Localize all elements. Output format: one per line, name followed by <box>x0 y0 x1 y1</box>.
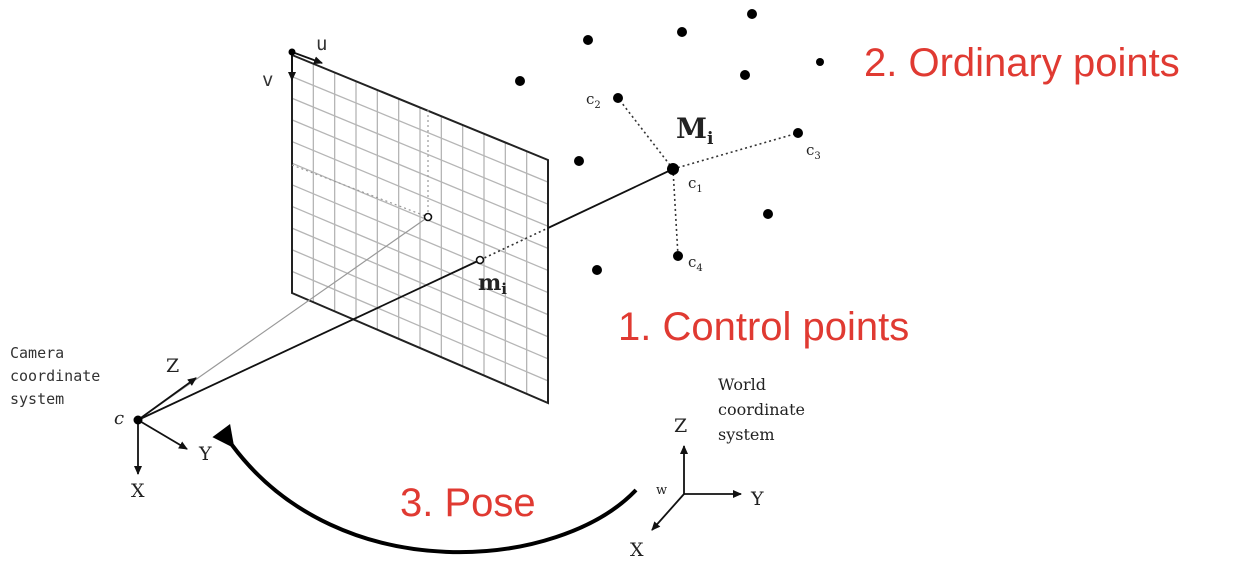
image-point-mi <box>475 255 485 265</box>
world-x-axis <box>651 493 685 531</box>
control-point-c4 <box>673 251 683 261</box>
optical-axis-ray <box>137 216 429 421</box>
camera-center-label: c <box>114 408 124 429</box>
control-link-c3 <box>672 132 799 170</box>
control-point-c1 <box>667 163 679 175</box>
camera-x-label: X <box>131 480 145 502</box>
grid-line <box>291 76 549 183</box>
u-label: u <box>316 33 327 55</box>
ordinary-points-callout: 2. Ordinary points <box>864 41 1180 85</box>
ordinary-point <box>763 209 773 219</box>
control-link-c4 <box>672 168 679 257</box>
mi-label: mi <box>478 270 507 298</box>
image-origin-point <box>288 48 296 56</box>
control-point-c2 <box>613 93 623 103</box>
camera-y-label: Y <box>198 443 212 465</box>
ordinary-point <box>677 27 687 37</box>
c2-label: c2 <box>586 90 601 111</box>
grid-line <box>291 249 549 360</box>
grid-line <box>291 140 549 249</box>
projection-ray-back <box>547 168 674 229</box>
c1-label: c1 <box>688 174 703 195</box>
camera-center-point <box>133 415 143 425</box>
grid-line <box>291 97 549 205</box>
pose-arrow <box>212 423 638 555</box>
principal-point <box>423 212 433 222</box>
u-axis <box>291 51 323 65</box>
world-x-label: X <box>630 539 644 561</box>
ordinary-point <box>583 35 593 45</box>
grid-line <box>291 184 549 294</box>
c4-label: c4 <box>688 253 703 274</box>
world-system-label: World coordinate system <box>718 375 810 444</box>
image-plane <box>291 53 549 405</box>
world-z-label: Z <box>674 415 687 437</box>
pose-callout: 3. Pose <box>400 481 536 525</box>
image-plane-grid <box>291 63 549 394</box>
principal-axis-horizontal-guide <box>291 164 429 218</box>
c3-label: c3 <box>806 141 821 162</box>
control-link-c2 <box>617 97 674 170</box>
ordinary-point <box>574 156 584 166</box>
ordinary-point <box>592 265 602 275</box>
camera-y-axis <box>137 419 188 450</box>
ordinary-point <box>515 76 525 86</box>
projection-ray-front <box>137 259 481 421</box>
ordinary-point <box>816 58 824 66</box>
camera-z-axis <box>137 377 197 421</box>
world-origin-label: w <box>656 483 667 498</box>
v-label: v <box>262 69 273 91</box>
ordinary-point <box>740 70 750 80</box>
grid-line <box>291 119 549 227</box>
control-point-c3 <box>793 128 803 138</box>
camera-system-label: Camera coordinate system <box>10 344 109 408</box>
grid-line <box>291 270 549 382</box>
camera-z-label: Z <box>166 355 179 377</box>
ordinary-point <box>747 9 757 19</box>
Mi-label: Mi <box>676 112 714 149</box>
grid-line <box>291 227 549 338</box>
grid-line <box>291 205 549 316</box>
world-y-label: Y <box>750 488 764 510</box>
control-points-callout: 1. Control points <box>618 305 909 349</box>
